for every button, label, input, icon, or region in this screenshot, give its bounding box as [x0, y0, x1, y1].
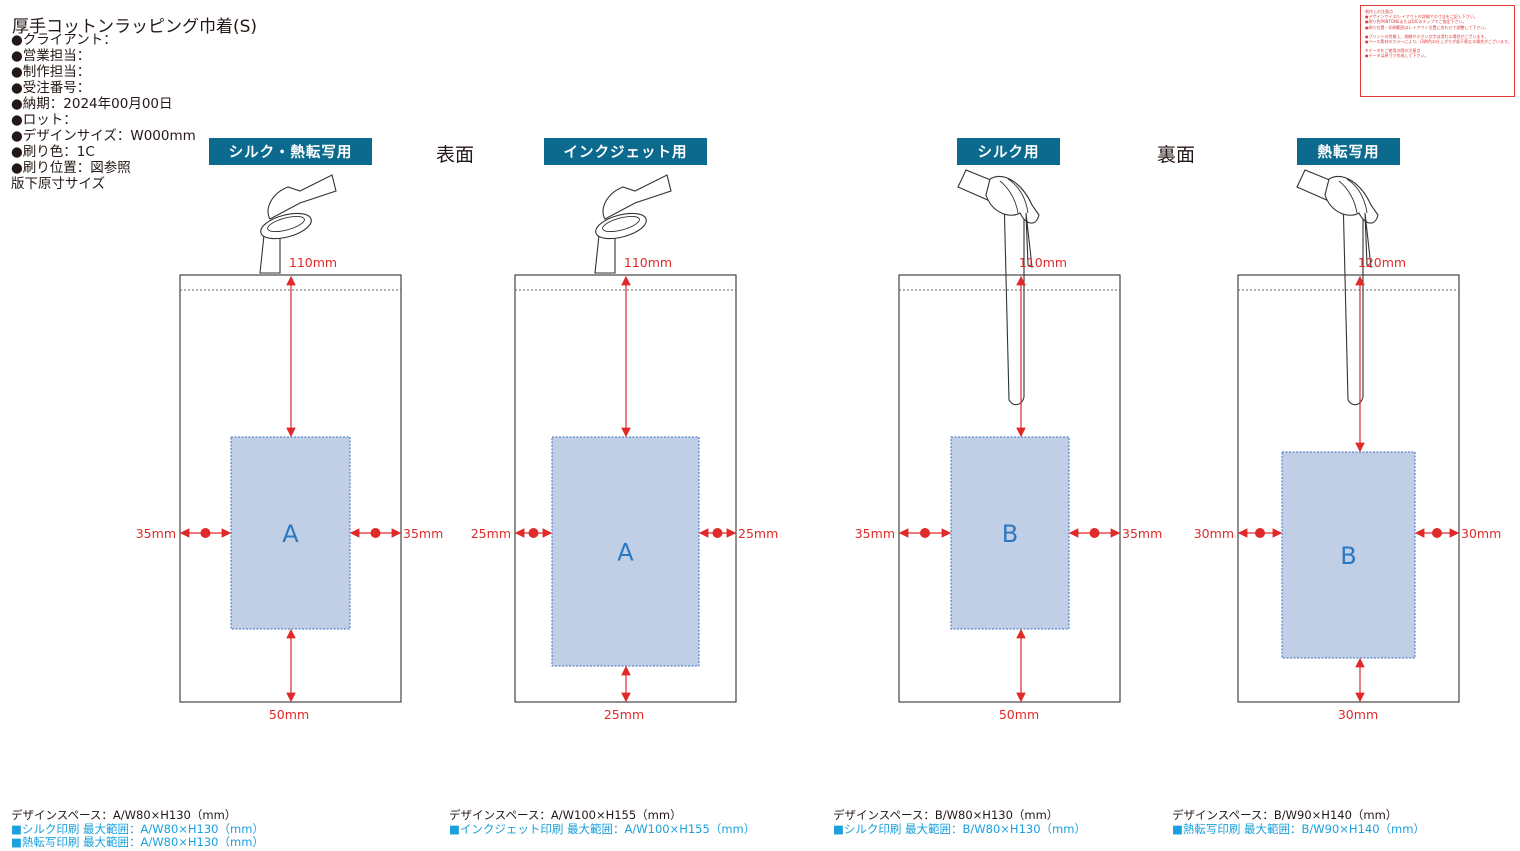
back-side-label: 裏面: [1157, 144, 1196, 166]
production-notes-box: 制作上の注意点 ●デザインサイズ/レイアウトの詳細での寸法をご記入下さい。 ●刷…: [1360, 5, 1515, 97]
design-space-text: デザインスペース：B/W80×H130（mm）: [833, 808, 1059, 822]
badge-heat-transfer: 熱転写用: [1297, 138, 1400, 165]
notes-line: ※データをご使用の際の注意点: [1365, 48, 1421, 54]
dimension-label-right: 35mm: [403, 526, 443, 541]
info-delivery: ●納期：2024年00月00日: [11, 96, 173, 112]
dimension-label-left: 35mm: [855, 526, 895, 541]
print-area: [551, 436, 700, 667]
info-order-no: ●受注番号：: [11, 80, 91, 96]
notes-title: 制作上の注意点: [1365, 9, 1393, 14]
print-area-letter: A: [282, 520, 299, 548]
notes-line: ●データは原寸で作成して下さい。: [1365, 53, 1429, 59]
info-sales: ●営業担当：: [11, 48, 91, 64]
info-print-color: ●刷り色：1C: [11, 144, 95, 160]
notes-line: ●ベース素材のカラーにより、印刷色の仕上がりが若干異なる場合がございます。: [1365, 39, 1512, 45]
dimension-label-bottom: 50mm: [269, 707, 309, 722]
max-range-text: ■インクジェット印刷 最大範囲：A/W100×H155（mm）: [449, 821, 756, 836]
dimension-dot-right: [1432, 528, 1442, 538]
footer-panel-1: デザインスペース：A/W80×H130（mm） ■シルク印刷 最大範囲：A/W8…: [11, 808, 264, 850]
print-area-letter: A: [617, 539, 634, 567]
dimension-label-right: 35mm: [1122, 526, 1162, 541]
max-range-text: ■シルク印刷 最大範囲：A/W80×H130（mm）: [11, 821, 264, 836]
dimension-label-top: 120mm: [1358, 255, 1406, 270]
dimension-dot-left: [1255, 528, 1265, 538]
print-area: [1281, 451, 1416, 659]
print-area-letter: B: [1002, 520, 1018, 548]
info-producer: ●制作担当：: [11, 64, 91, 80]
max-range-text: ■熱転写印刷 最大範囲：A/W80×H130（mm）: [11, 835, 264, 849]
dimension-label-bottom: 50mm: [999, 707, 1039, 722]
drawstring-strand: [1364, 212, 1372, 268]
order-info: ●クライアント： ●営業担当： ●制作担当： ●受注番号： ●納期：2024年0…: [11, 32, 196, 192]
dimension-label-top: 110mm: [624, 255, 672, 270]
badge-silk: シルク用: [957, 138, 1060, 165]
notes-line: ●刷り位置・印刷範囲はレイアウト位置に合わせて調整して下さい。: [1365, 24, 1489, 30]
dimension-dot-right: [1089, 528, 1100, 538]
design-space-text: デザインスペース：B/W90×H140（mm）: [1172, 808, 1398, 822]
info-design-size: ●デザインサイズ：W000mm: [11, 128, 196, 144]
info-scale: 版下原寸サイズ: [11, 176, 106, 192]
product-title: 厚手コットンラッピング巾着(S): [12, 17, 258, 37]
print-area: [950, 436, 1070, 630]
dimension-dot-left: [920, 528, 930, 538]
drawstring-knot-inner: [267, 215, 305, 233]
dimension-label-right: 30mm: [1461, 526, 1501, 541]
bag-panel-2: A 110mm 25mm 25mm 25mm: [471, 174, 778, 722]
dimension-dot-left: [200, 528, 211, 538]
footer-panel-3: デザインスペース：B/W80×H130（mm） ■シルク印刷 最大範囲：B/W8…: [833, 808, 1086, 836]
dimension-label-top: 110mm: [1019, 255, 1067, 270]
dimension-dot-right: [370, 528, 381, 538]
notes-line: ●プリントの性質上、細線や小さい文字は潰れる場合がございます。: [1365, 33, 1489, 39]
info-print-position: ●刷り位置：図参照: [11, 160, 131, 176]
drawstring-knot: [985, 176, 1040, 224]
notes-line: ●デザインサイズ/レイアウトの詳細での寸法をご記入下さい。: [1365, 14, 1478, 20]
notes-line: ●刷り色PANTONEまたはDICのチップでご指定下さい。: [1365, 19, 1467, 25]
drawstring-fold: [1338, 178, 1368, 214]
design-space-text: デザインスペース：A/W100×H155（mm）: [449, 808, 682, 822]
drawstring-loop: [267, 174, 337, 220]
footer-panel-4: デザインスペース：B/W90×H140（mm） ■熱転写印刷 最大範囲：B/W9…: [1172, 808, 1425, 836]
drawstring-strand: [1025, 212, 1033, 268]
dimension-label-left: 30mm: [1194, 526, 1234, 541]
footer-panel-2: デザインスペース：A/W100×H155（mm） ■インクジェット印刷 最大範囲…: [449, 808, 756, 836]
drawstring-knot-inner: [602, 215, 640, 233]
info-lot: ●ロット：: [11, 112, 77, 128]
dimension-label-bottom: 25mm: [604, 707, 644, 722]
badge-silk-heat-transfer: シルク・熱転写用: [209, 138, 372, 165]
front-side-label: 表面: [436, 144, 475, 166]
dimension-dot-right: [712, 528, 723, 538]
dimension-label-top: 110mm: [289, 255, 337, 270]
bag-panel-1: A 110mm 50mm 35mm 35mm: [136, 174, 443, 722]
drawstring-fold: [999, 178, 1029, 214]
dimension-label-left: 35mm: [136, 526, 176, 541]
drawstring-loop: [602, 174, 672, 220]
dimension-label-right: 25mm: [738, 526, 778, 541]
dimension-dot-left: [528, 528, 539, 538]
drawstring-end: [259, 234, 281, 274]
bag-outline: [1237, 274, 1460, 703]
print-area-letter: B: [1340, 542, 1356, 570]
drawstring-knot: [1324, 176, 1379, 224]
max-range-text: ■熱転写印刷 最大範囲：B/W90×H140（mm）: [1172, 821, 1425, 836]
drawstring-knot: [595, 212, 647, 240]
print-area: [230, 436, 351, 630]
bag-panel-4: B 120mm 30mm 30mm 30mm: [1194, 169, 1501, 722]
drawstring-knot: [260, 212, 312, 240]
info-client: ●クライアント：: [11, 32, 117, 48]
bag-panel-3: B 110mm 50mm 35mm 35mm: [855, 169, 1162, 722]
dimension-label-bottom: 30mm: [1338, 707, 1378, 722]
badge-inkjet: インクジェット用: [544, 138, 707, 165]
bag-outline: [898, 274, 1121, 703]
drawstring-end: [594, 234, 616, 274]
dimension-label-left: 25mm: [471, 526, 511, 541]
design-space-text: デザインスペース：A/W80×H130（mm）: [11, 808, 237, 822]
max-range-text: ■シルク印刷 最大範囲：B/W80×H130（mm）: [833, 821, 1086, 836]
